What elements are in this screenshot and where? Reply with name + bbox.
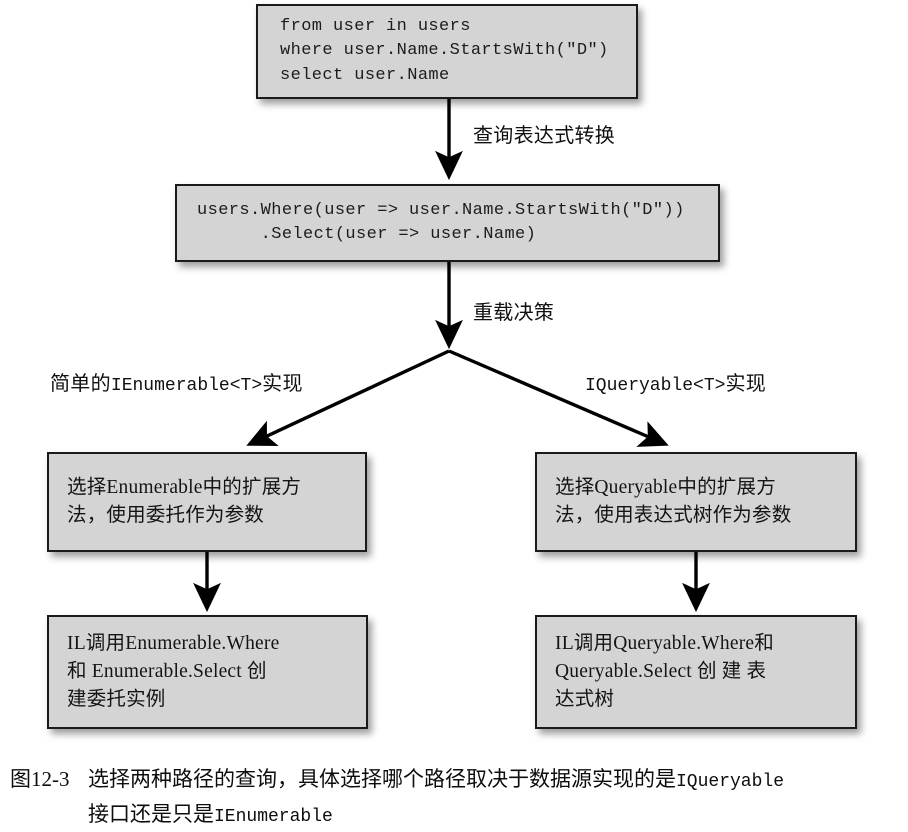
query-expression-line-1: from user in users xyxy=(280,17,471,37)
queryable-il-line-1: IL调用Queryable.Where和 xyxy=(555,633,774,655)
branch-left-type: IEnumerable<T> xyxy=(110,376,263,396)
enumerable-il-line-1: IL调用Enumerable.Where xyxy=(67,633,280,655)
edge-label-query-transform-text: 查询表达式转换 xyxy=(473,125,616,147)
query-expression-line-2: where user.Name.StartsWith("D") xyxy=(280,41,609,61)
figure-caption-line-2: 接口还是只是 xyxy=(88,802,214,827)
enumerable-il-line-2: 和 Enumerable.Select 创 xyxy=(67,661,267,683)
queryable-il-line-3: 达式树 xyxy=(555,688,615,710)
queryable-select-line-1: 选择Queryable中的扩展方 xyxy=(555,477,776,499)
figure-caption-code-ienumerable: IEnumerable xyxy=(214,807,333,828)
figure-caption-code-iqueryable: IQueryable xyxy=(676,772,785,792)
figure-caption-number: 图12-3 xyxy=(10,767,70,791)
queryable-il-line-2: Queryable.Select 创 建 表 xyxy=(555,661,767,683)
branch-right-type: IQueryable<T> xyxy=(585,376,726,396)
enumerable-select-line-2: 法，使用委托作为参数 xyxy=(67,505,265,526)
figure-caption-line-2-wrap: 接口还是只是IEnumerable xyxy=(88,797,900,832)
edge-label-query-transform: 查询表达式转换 xyxy=(473,119,615,148)
edge-label-overload-resolution: 重载决策 xyxy=(473,296,554,325)
edge-label-branch-queryable: IQueryable<T>实现 xyxy=(585,367,766,396)
node-queryable-il-expression-tree: IL调用Queryable.Where和 Queryable.Select 创 … xyxy=(535,615,857,729)
node-enumerable-extension-method: 选择Enumerable中的扩展方 法，使用委托作为参数 xyxy=(47,452,367,552)
queryable-select-line-2: 法，使用表达式树作为参数 xyxy=(555,505,792,526)
node-enumerable-il-delegate: IL调用Enumerable.Where 和 Enumerable.Select… xyxy=(47,615,368,729)
arrow-branch-left xyxy=(246,349,450,446)
method-call-line-1: users.Where(user => user.Name.StartsWith… xyxy=(197,200,685,220)
query-expression-line-3: select user.Name xyxy=(280,65,450,85)
branch-left-prefix: 简单的 xyxy=(50,373,111,395)
method-call-line-2: .Select(user => user.Name) xyxy=(197,225,537,244)
figure-caption-line-1: 选择两种路径的查询，具体选择哪个路径取决于数据源实现的是 xyxy=(88,767,676,791)
figure-caption: 图12-3 选择两种路径的查询，具体选择哪个路径取决于数据源实现的是IQuerya… xyxy=(10,762,900,832)
node-query-expression: from user in users where user.Name.Start… xyxy=(256,4,638,99)
branch-right-suffix: 实现 xyxy=(725,373,767,395)
node-method-call: users.Where(user => user.Name.StartsWith… xyxy=(175,184,720,262)
enumerable-select-line-1: 选择Enumerable中的扩展方 xyxy=(67,477,302,499)
arrow-branch-right xyxy=(448,349,669,447)
branch-left-suffix: 实现 xyxy=(262,373,303,395)
edge-label-branch-enumerable: 简单的IEnumerable<T>实现 xyxy=(50,367,303,396)
node-queryable-extension-method: 选择Queryable中的扩展方 法，使用表达式树作为参数 xyxy=(535,452,857,552)
edge-label-overload-resolution-text: 重载决策 xyxy=(473,302,555,324)
enumerable-il-line-3: 建委托实例 xyxy=(67,688,166,710)
